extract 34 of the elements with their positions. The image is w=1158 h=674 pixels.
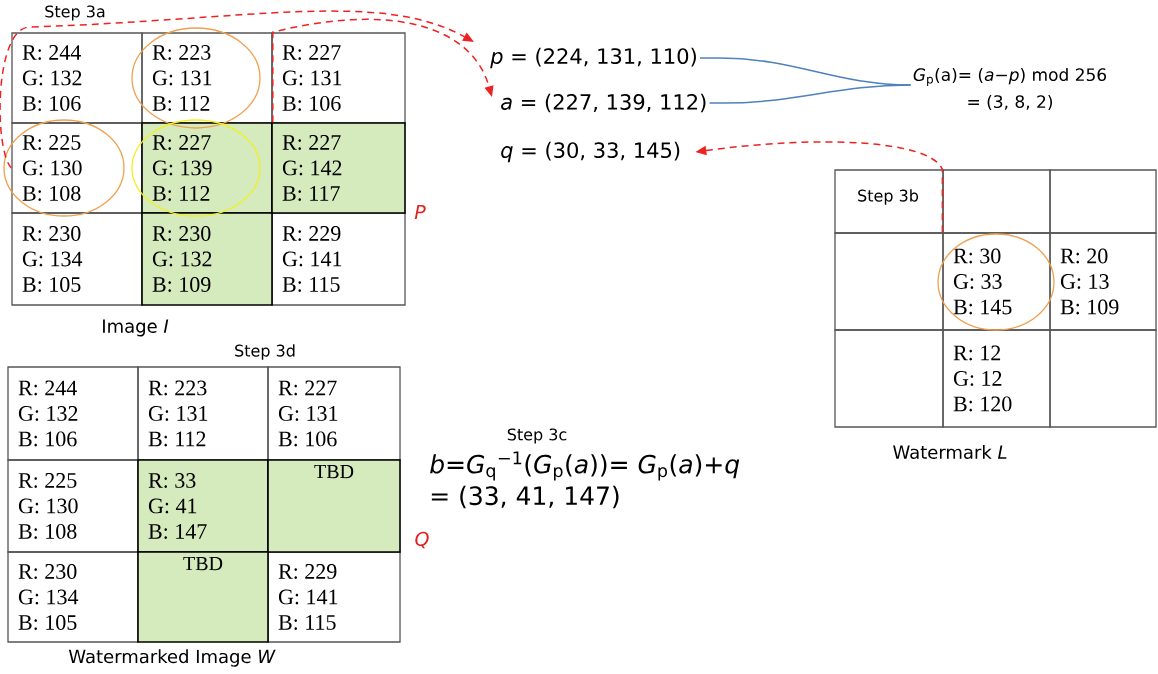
empty-cell	[942, 169, 1051, 234]
empty-cell	[1049, 329, 1157, 428]
equation-text: G$_{p}$(a)= (a−p) mod 256 = (3, 8, 2)	[913, 67, 1107, 111]
step-label: Step 3d	[235, 344, 295, 360]
step-label: Step 3b	[858, 189, 919, 205]
formula-text: b=G$_{q}$$^{−1}$(G$_{p}$(a))= G$_{p}$(a)+q	[430, 451, 740, 481]
grid-caption: Image I	[103, 319, 169, 337]
empty-cell	[834, 232, 944, 331]
region-label: P	[414, 205, 426, 219]
region-label: Q	[415, 531, 429, 549]
equation-text: q = (30, 33, 145)	[501, 141, 680, 163]
step-label: Step 3c	[507, 428, 567, 444]
pixel-cell: R: 244 G: 132 B: 106	[7, 366, 139, 461]
pixel-cell: R: 227 G: 139 B: 112	[141, 122, 273, 214]
brace-line	[708, 84, 912, 104]
pixel-cell: R: 12 G: 12 B: 120	[942, 329, 1051, 428]
empty-cell	[834, 329, 944, 428]
empty-cell	[1049, 169, 1157, 234]
pixel-cell: TBD	[137, 551, 269, 643]
pixel-cell: R: 33 G: 41 B: 147	[137, 459, 269, 553]
equation-text: p = (224, 131, 110)	[490, 47, 696, 69]
pixel-cell: R: 244 G: 132 B: 106	[11, 32, 143, 124]
empty-cell	[834, 169, 944, 234]
step-label: Step 3a	[45, 5, 105, 21]
pixel-cell: R: 227 G: 142 B: 117	[271, 122, 406, 214]
dashed-arrow	[272, 18, 494, 123]
pixel-cell: TBD	[267, 459, 401, 553]
formula-text: = (33, 41, 147)	[431, 485, 619, 509]
equation-text: a = (227, 139, 112)	[501, 93, 706, 113]
pixel-cell: R: 30 G: 33 B: 145	[942, 232, 1051, 331]
grid-caption: Watermark L	[893, 445, 1007, 459]
pixel-cell: R: 230 G: 132 B: 109	[141, 212, 273, 306]
pixel-cell: R: 20 G: 13 B: 109	[1049, 232, 1157, 331]
grid-caption: Watermarked Image W	[68, 649, 276, 667]
